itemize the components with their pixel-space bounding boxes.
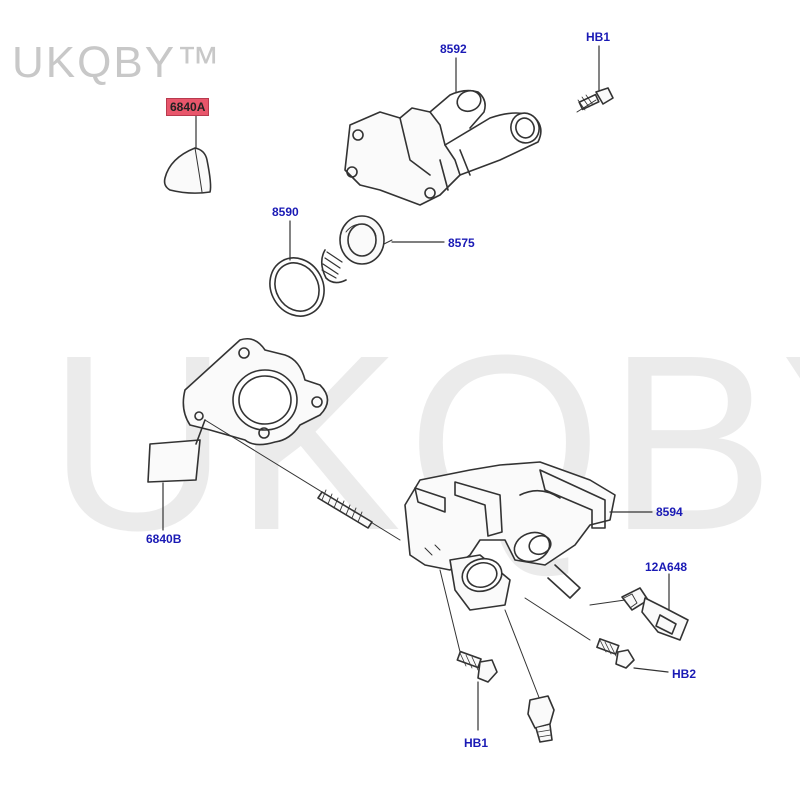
callout-hb1-bottom[interactable]: HB1 <box>464 736 489 750</box>
part-8594-outlet-housing <box>404 461 616 641</box>
callout-8592[interactable]: 8592 <box>440 42 467 56</box>
callout-8594[interactable]: 8594 <box>656 505 683 519</box>
part-8592-housing <box>344 89 542 206</box>
part-hb1-top-bolt <box>576 87 614 113</box>
callout-8590[interactable]: 8590 <box>272 205 299 219</box>
part-stud-bolt <box>317 489 373 529</box>
part-hb2-bolt <box>596 638 635 669</box>
callout-hb2[interactable]: HB2 <box>672 667 697 681</box>
part-6840b-gasket <box>147 337 401 541</box>
callout-6840a[interactable]: 6840A <box>166 98 210 116</box>
leader-lines <box>162 45 670 731</box>
watermark-small: UKQBY™ <box>12 38 223 87</box>
part-12a648-sensor <box>589 587 689 641</box>
callout-hb1-top[interactable]: HB1 <box>586 30 611 44</box>
callout-6840b[interactable]: 6840B <box>146 532 182 546</box>
part-hb1-bottom-bolt <box>439 569 498 683</box>
part-6840a-cap <box>163 147 212 194</box>
part-temperature-sender <box>504 609 555 743</box>
part-8575-thermostat <box>320 215 393 284</box>
part-8590-o-ring <box>269 257 325 317</box>
callout-12a648[interactable]: 12A648 <box>645 560 688 574</box>
callout-8575[interactable]: 8575 <box>448 236 475 250</box>
